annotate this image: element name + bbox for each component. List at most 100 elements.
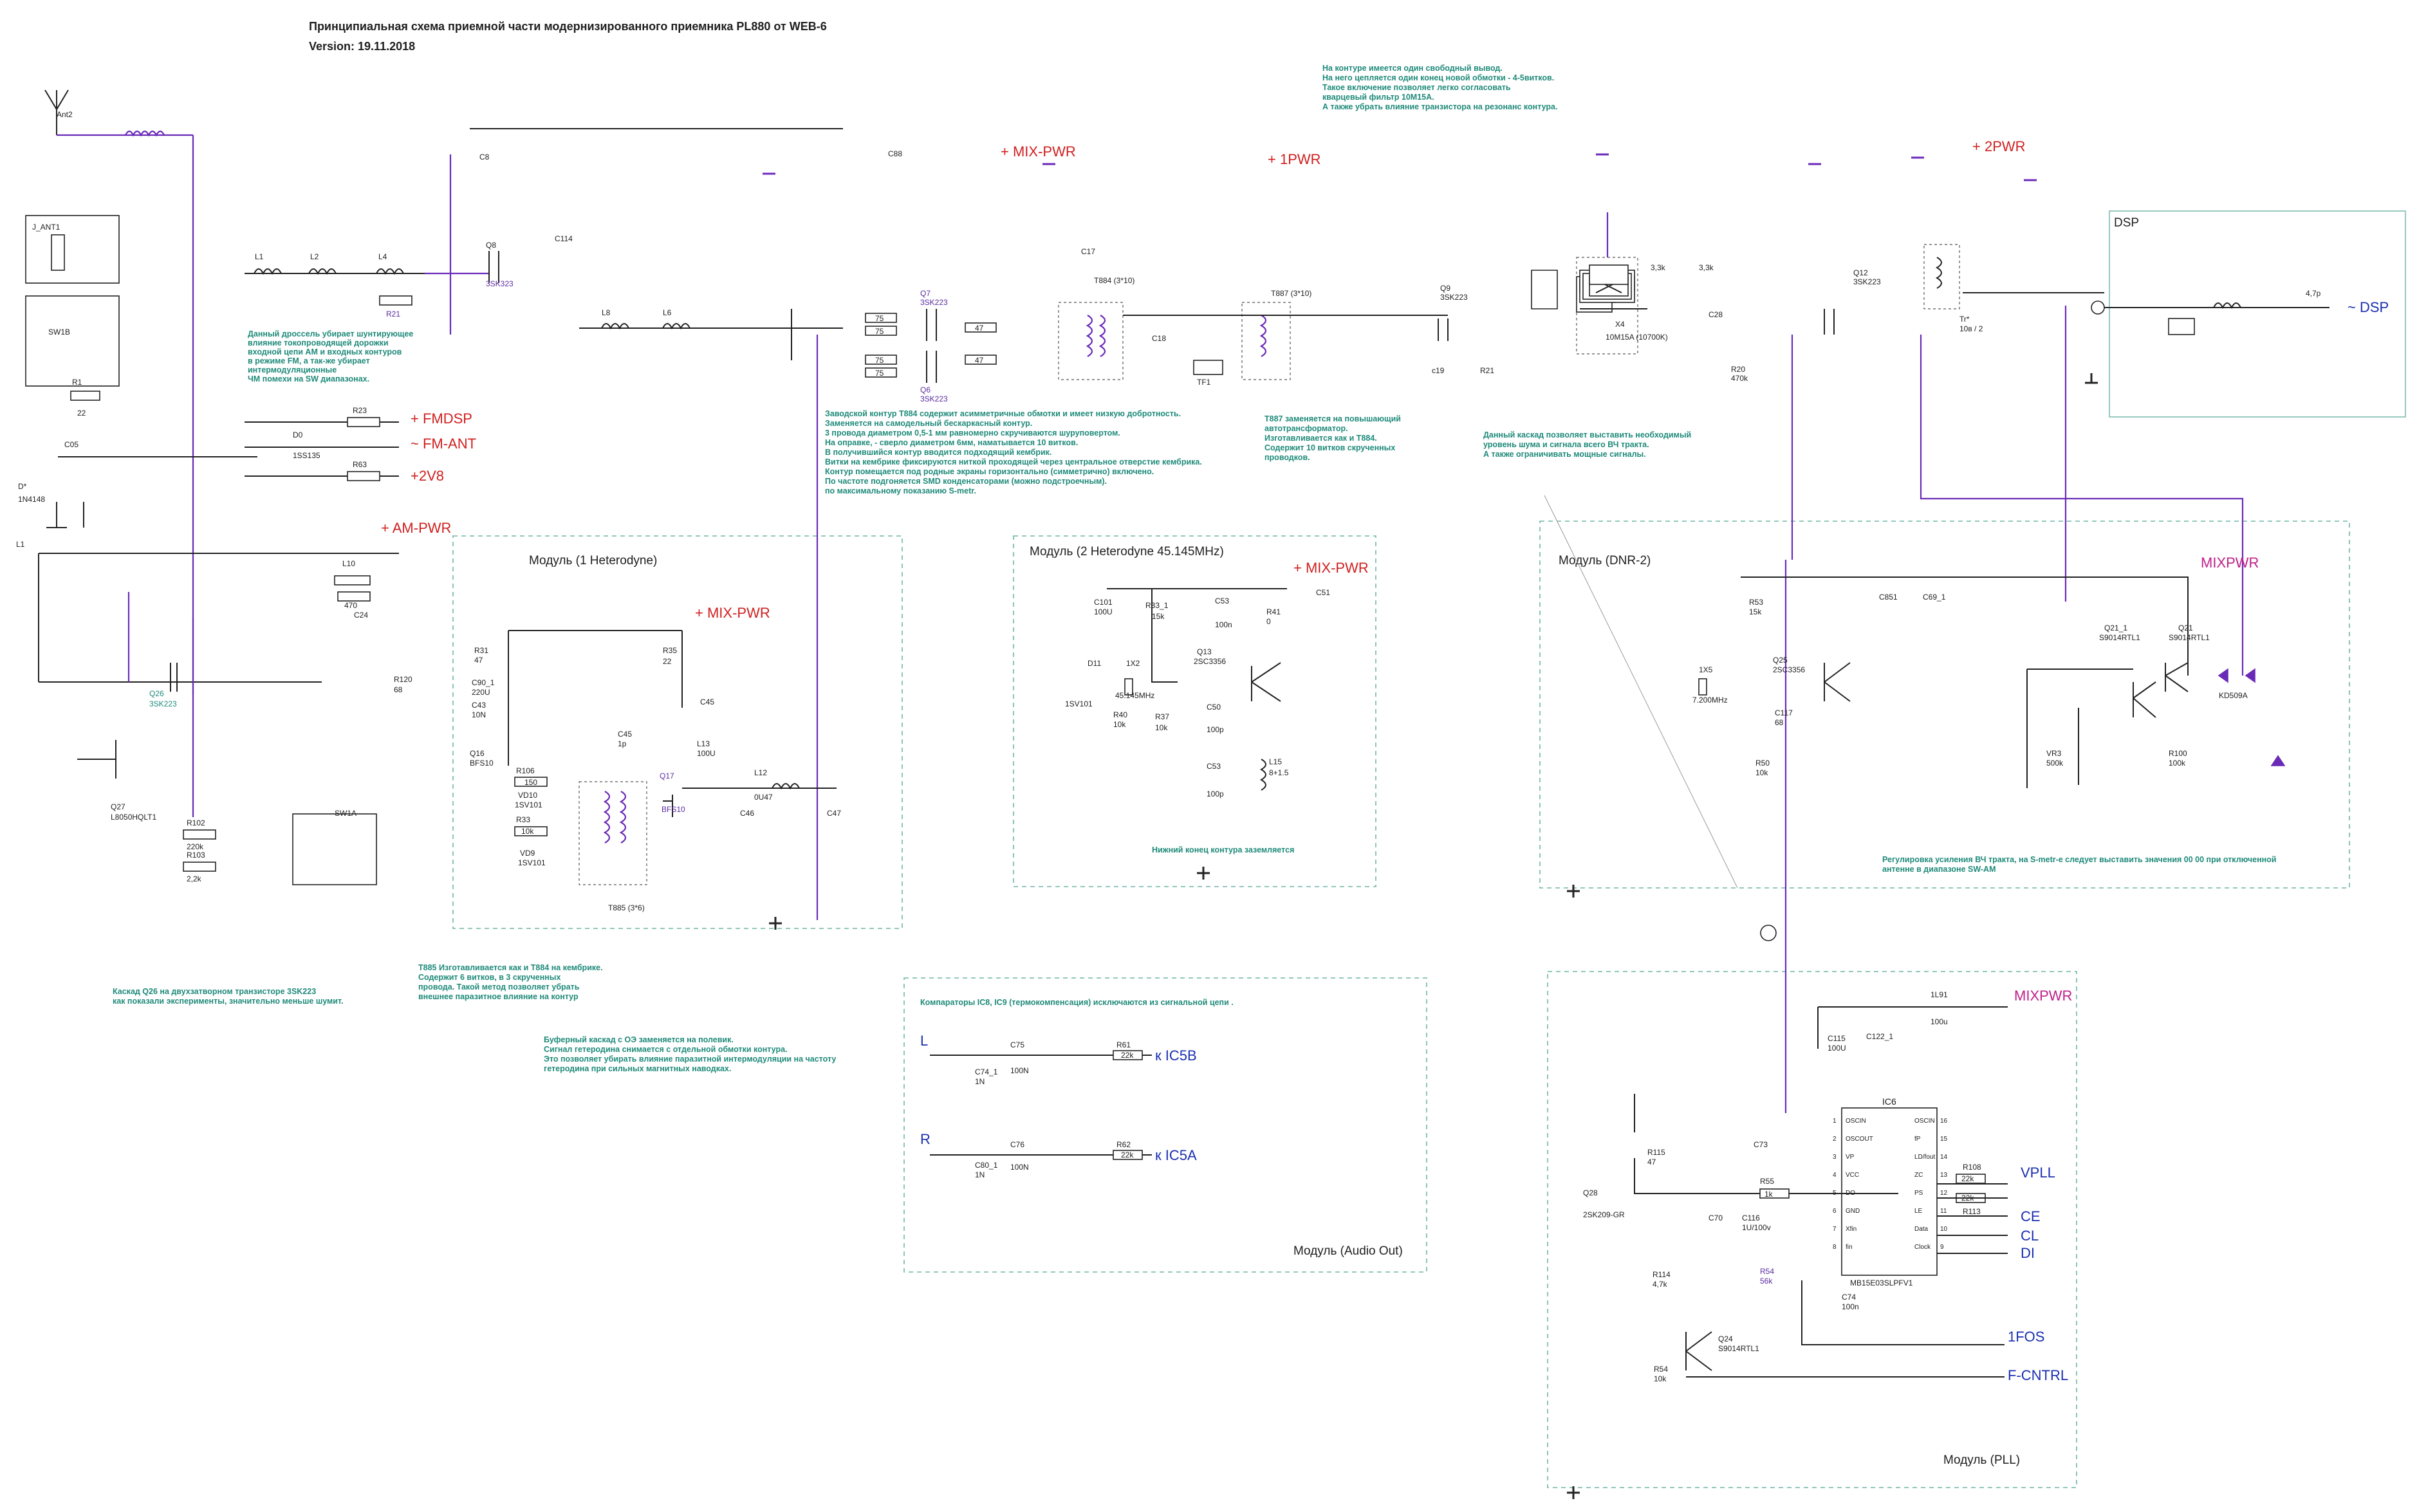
r75c-label: 75 xyxy=(875,356,884,365)
het1-ground xyxy=(769,917,782,930)
choke-l-input xyxy=(125,130,165,137)
x2-label: 1X2 xyxy=(1126,659,1140,668)
module-heterodyne1-box xyxy=(452,535,903,929)
r33-resistor xyxy=(514,826,548,836)
pll-supply-wire xyxy=(1817,1006,2008,1049)
c114-label: C114 xyxy=(555,234,573,243)
ic6-pin-num-right: 10 xyxy=(1940,1226,1948,1233)
note-line: Содержит 6 витков, в 3 скрученных xyxy=(418,973,560,982)
if-transformer-box xyxy=(1576,257,1638,355)
c76-value: 100N xyxy=(1010,1163,1029,1172)
q8-input-wire xyxy=(425,154,489,335)
tr-label: Tr* xyxy=(1959,315,1970,324)
q24-label: Q24 xyxy=(1718,1334,1733,1343)
module-dsp-title: DSP xyxy=(2114,216,2139,230)
t887-label: T887 (3*10) xyxy=(1271,289,1311,298)
c53b-value: 100p xyxy=(1207,789,1224,798)
q21-1-value: S9014RTL1 xyxy=(2099,633,2140,642)
r47a-label: 47 xyxy=(975,324,984,333)
d0b-value: 1SS135 xyxy=(293,451,320,460)
pll-output-wires xyxy=(1937,1183,2008,1254)
q26-label: Q26 xyxy=(149,689,164,698)
note-t885: T885 Изготавливается как и T884 на кембр… xyxy=(418,963,603,1001)
note-line: Сигнал гетеродина снимается с отдельной … xyxy=(544,1045,788,1054)
d0-value: 1N4148 xyxy=(18,495,45,504)
note-line: внешнее паразитное влияние на контур xyxy=(418,992,579,1001)
mix-pwr-top-label: + MIX-PWR xyxy=(1001,143,1076,160)
c50-value: 100p xyxy=(1207,725,1224,734)
q9-label: Q9 xyxy=(1440,284,1450,293)
ic6-pin-num-right: 11 xyxy=(1940,1208,1947,1215)
module-dsp-box xyxy=(2109,210,2406,418)
note-line: А также убрать влияние транзистора на ре… xyxy=(1322,102,1558,111)
r3k3b-label: 3,3k xyxy=(1699,263,1714,272)
tr-windings xyxy=(1935,257,1942,289)
d0b-label: D0 xyxy=(293,430,303,439)
note-line: По частоте подгоняется SMD конденсаторам… xyxy=(825,477,1107,486)
note-ground: Нижний конец контура заземляется xyxy=(1152,845,1294,854)
ic6-pin-left: VCC xyxy=(1846,1172,1859,1179)
q24-transistor xyxy=(1685,1331,1712,1371)
x4-value: 10M15A (10700K) xyxy=(1606,333,1668,342)
c24-label: C24 xyxy=(354,611,368,620)
x4-crystal-filter xyxy=(1589,264,1629,285)
l8-label: L8 xyxy=(602,308,611,317)
r61-label: R61 xyxy=(1116,1040,1131,1049)
ic6-pin-num-right: 9 xyxy=(1940,1244,1944,1251)
t884-windings xyxy=(1086,315,1106,357)
ic6-pin-num-left: 8 xyxy=(1833,1244,1837,1251)
r47b-label: 47 xyxy=(975,356,984,365)
dsp-coil xyxy=(2213,302,2241,309)
l12-value: 0U47 xyxy=(754,793,773,802)
q17-transistor xyxy=(663,795,673,817)
q25-transistor xyxy=(1824,662,1851,702)
r103-resistor xyxy=(183,862,216,872)
dsp-ground xyxy=(2085,373,2098,384)
c17-label: C17 xyxy=(1081,247,1095,256)
q8-label: Q8 xyxy=(486,241,496,250)
q21-pair-transistors xyxy=(2133,662,2189,718)
q12-value: 3SK223 xyxy=(1853,277,1881,286)
q13-transistor xyxy=(1251,662,1281,702)
note-line: входной цепи AM и входных контуров xyxy=(248,347,402,356)
d11-value: 1SV101 xyxy=(1065,699,1093,708)
r54-value: 10k xyxy=(1654,1374,1667,1383)
mixer-resistor-bank xyxy=(865,313,997,378)
c74-1-value: 1N xyxy=(975,1077,985,1086)
ic6-chip xyxy=(1841,1107,1938,1276)
q17-value: BFS10 xyxy=(662,805,685,814)
r75d-label: 75 xyxy=(875,369,884,378)
l1c-label: L1 xyxy=(255,252,264,261)
ic6-label: IC6 xyxy=(1882,1096,1896,1107)
q24-value: S9014RTL1 xyxy=(1718,1344,1759,1353)
r115-label: R115 xyxy=(1647,1148,1665,1157)
c73-label: C73 xyxy=(1754,1140,1768,1149)
ic6-pin-num-right: 12 xyxy=(1940,1190,1948,1197)
sw1b-switch xyxy=(25,295,120,387)
c122-label: C122_1 xyxy=(1866,1032,1893,1041)
note-line: Буферный каскад с ОЭ заменяется на полев… xyxy=(544,1035,734,1044)
r102-resistor xyxy=(183,829,216,840)
r100-label: R100 xyxy=(2169,749,2187,758)
q21-label: Q21 xyxy=(2178,623,2193,632)
r103-value: 2,2k xyxy=(187,874,202,883)
q6-value: 3SK223 xyxy=(920,394,948,403)
dsp-cap-label: 4,7p xyxy=(2306,289,2321,298)
mixer-input-wire xyxy=(759,309,843,360)
c43-label: C43 xyxy=(472,701,486,710)
r102-label: R102 xyxy=(187,818,205,827)
l15-label: L15 xyxy=(1269,757,1282,766)
r18-value: 470 xyxy=(344,601,357,610)
fm-filter-coils xyxy=(254,268,404,275)
ic6-pin-num-left: 3 xyxy=(1833,1154,1837,1161)
note-line: Содержит 10 витков скрученных xyxy=(1264,443,1395,452)
mixpwr-dnr-label: MIXPWR xyxy=(2201,555,2259,571)
r40-value: 10k xyxy=(1113,720,1126,729)
q6-label: Q6 xyxy=(920,385,931,394)
r100-value: 100k xyxy=(2169,759,2186,768)
ic6-pin-right: LE xyxy=(1914,1208,1923,1215)
r35-value: 22 xyxy=(663,657,672,666)
r108-value: 22k xyxy=(1961,1174,1974,1183)
r55-label: R55 xyxy=(1760,1177,1774,1186)
vr3-label: VR3 xyxy=(2046,749,2062,758)
